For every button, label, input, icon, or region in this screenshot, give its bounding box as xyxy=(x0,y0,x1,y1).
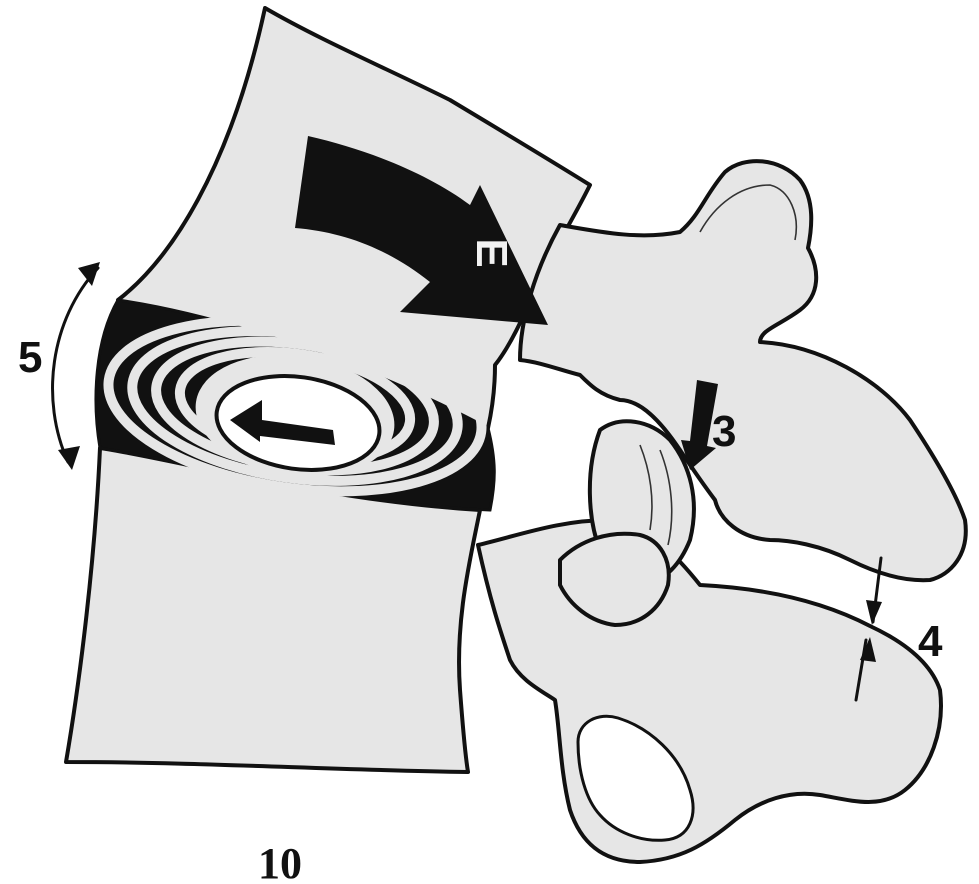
disc-height-arrowhead-top-icon xyxy=(78,262,100,286)
disc-height-arc xyxy=(53,268,98,462)
flexion-arrow-label: E xyxy=(467,238,516,267)
figure-number: 10 xyxy=(258,839,302,884)
label-3: 3 xyxy=(712,407,736,456)
disc-height-arrowhead-bottom-icon xyxy=(58,446,80,470)
label-5: 5 xyxy=(18,333,42,382)
label-4: 4 xyxy=(918,617,943,666)
upper-posterior-elements xyxy=(520,161,966,580)
